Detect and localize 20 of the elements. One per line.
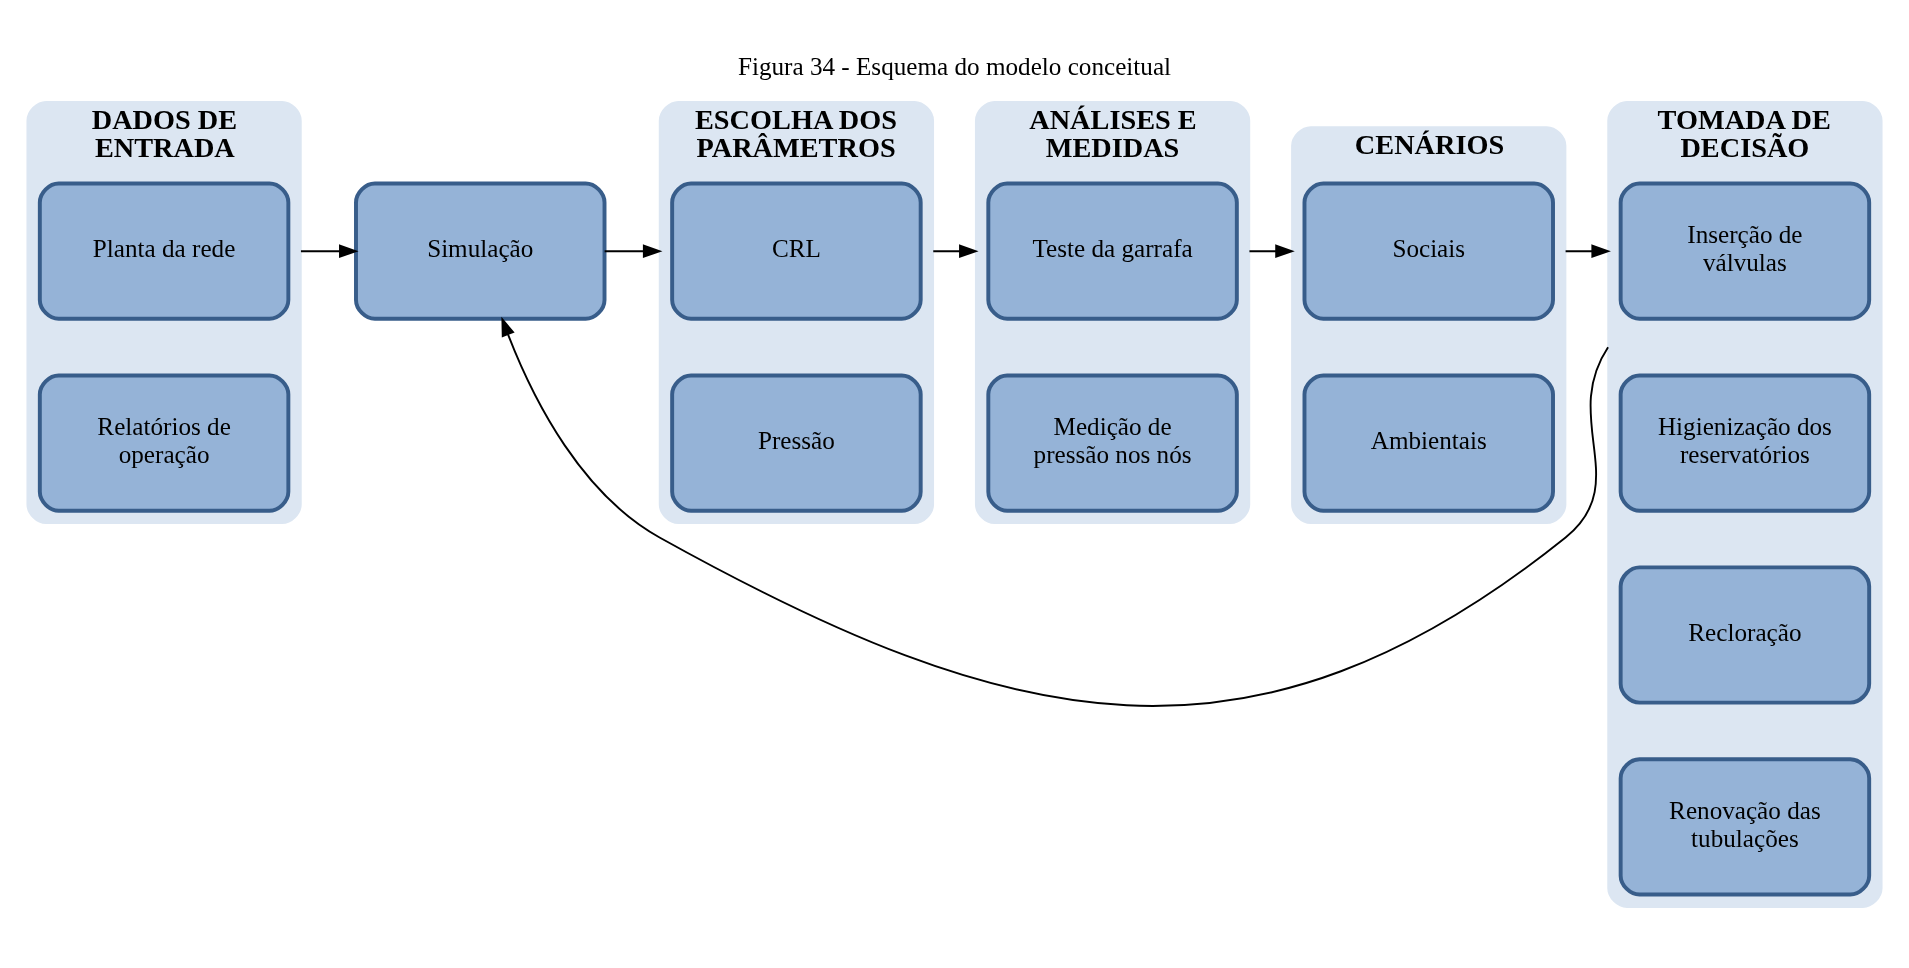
- node-box: Sociais: [1302, 181, 1555, 321]
- node-box: Simulação: [354, 181, 607, 321]
- node-box: Ambientais: [1302, 373, 1555, 513]
- arrow: [1248, 244, 1295, 259]
- node-box: Relatórios de operação: [37, 373, 291, 513]
- arrow: [501, 316, 1609, 707]
- node-box: Planta da rede: [37, 181, 291, 321]
- node-box: Medição de pressão nos nós: [986, 373, 1239, 513]
- diagram-title: Figura 34 - Esquema do modelo conceitual: [737, 52, 1172, 80]
- node-box: Recloração: [1618, 565, 1872, 705]
- arrow: [1564, 244, 1611, 259]
- arrow: [932, 244, 979, 259]
- node-box: Higienização dos reservatórios: [1618, 373, 1872, 513]
- arrow: [603, 244, 663, 259]
- node-box: Renovação das tubulações: [1618, 757, 1872, 897]
- node-box: CRL: [670, 181, 923, 321]
- node-box: Pressão: [670, 373, 923, 513]
- node-box: Teste da garrafa: [986, 181, 1239, 321]
- arrow: [300, 244, 359, 259]
- node-box: Inserção de válvulas: [1618, 181, 1872, 321]
